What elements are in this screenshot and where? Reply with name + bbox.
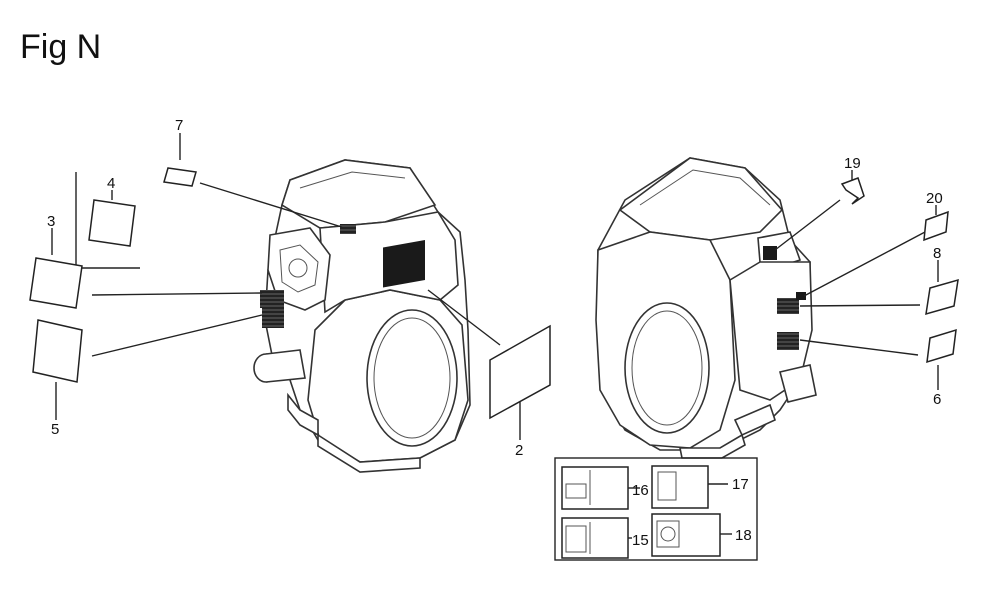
decal-8 xyxy=(925,278,959,316)
callout-16: 16 xyxy=(632,482,649,499)
callout-20: 20 xyxy=(926,190,943,207)
callout-7: 7 xyxy=(175,117,183,134)
callout-18: 18 xyxy=(735,527,752,544)
decal-3 xyxy=(29,257,83,309)
callout-6: 6 xyxy=(933,391,941,408)
decal-20 xyxy=(923,210,949,242)
inset-decal-box xyxy=(554,457,758,561)
callout-19: 19 xyxy=(844,155,861,172)
callout-labels: 7 4 3 5 5 2 19 20 8 6 16 17 15 18 xyxy=(47,117,943,549)
callout-2: 2 xyxy=(515,442,523,459)
engine-right-view xyxy=(595,157,817,459)
decal-19 xyxy=(840,177,865,205)
decal-2 xyxy=(489,324,551,420)
callout-17: 17 xyxy=(732,476,749,493)
decal-5 xyxy=(32,319,83,383)
callout-15: 15 xyxy=(632,532,649,549)
figure-title: Fig N xyxy=(20,28,102,66)
decal-15 xyxy=(561,517,629,559)
decal-7 xyxy=(163,167,197,187)
decal-18 xyxy=(651,513,721,557)
callout-4: 4 xyxy=(107,175,115,192)
callout-3: 3 xyxy=(47,213,55,230)
decal-17 xyxy=(651,465,709,509)
leader-lines-left xyxy=(51,133,521,440)
decal-6 xyxy=(926,328,957,364)
callout-5b: 5 xyxy=(51,421,59,438)
decals-left xyxy=(29,167,551,420)
decal-16 xyxy=(561,466,629,510)
leader-lines-right xyxy=(774,170,939,390)
callout-8: 8 xyxy=(933,245,941,262)
engine-left-view xyxy=(253,159,471,473)
decals-right xyxy=(840,177,959,364)
decal-4 xyxy=(88,199,136,247)
